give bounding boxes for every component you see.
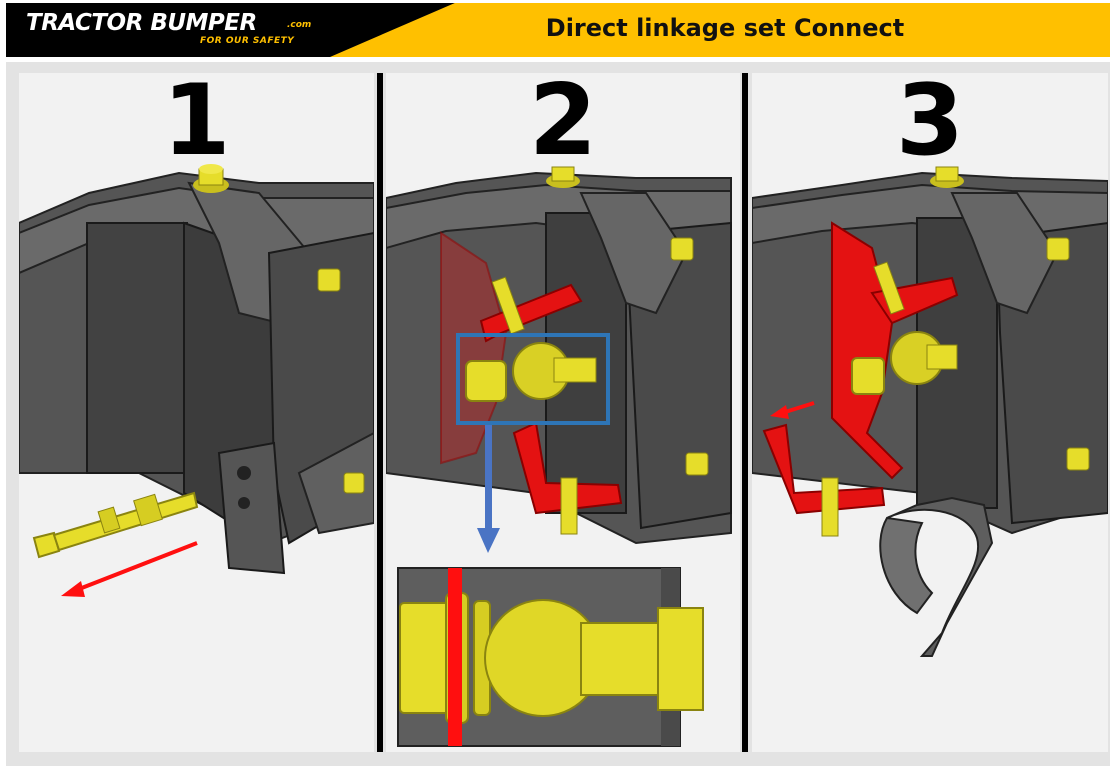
logo-tagline: FOR OUR SAFETY: [200, 36, 295, 46]
step-panel-3: 3: [752, 73, 1108, 752]
step-number-3: 3: [895, 73, 965, 178]
step-2-illustration: [386, 166, 732, 747]
panel-divider: [377, 73, 383, 752]
logo-wordmark: TRACTOR BUMPER: [26, 10, 257, 36]
step-number-1: 1: [162, 73, 231, 178]
step-number-2: 2: [528, 73, 598, 178]
logo-domain: .com: [287, 20, 312, 30]
step-panel-1: 1: [19, 73, 374, 752]
header-title-area: [330, 3, 1110, 57]
step-1-illustration: [19, 164, 374, 597]
removed-pin: [32, 491, 199, 559]
step-3-illustration: [752, 166, 1108, 657]
highlight-box: [456, 333, 610, 425]
panel-divider: [742, 73, 748, 752]
page-title: Direct linkage set Connect: [545, 14, 905, 42]
header-bar: TRACTOR BUMPER .com FOR OUR SAFETY Direc…: [0, 0, 1115, 60]
zoom-inset: [397, 567, 704, 747]
step-panel-2: 2: [386, 73, 740, 752]
